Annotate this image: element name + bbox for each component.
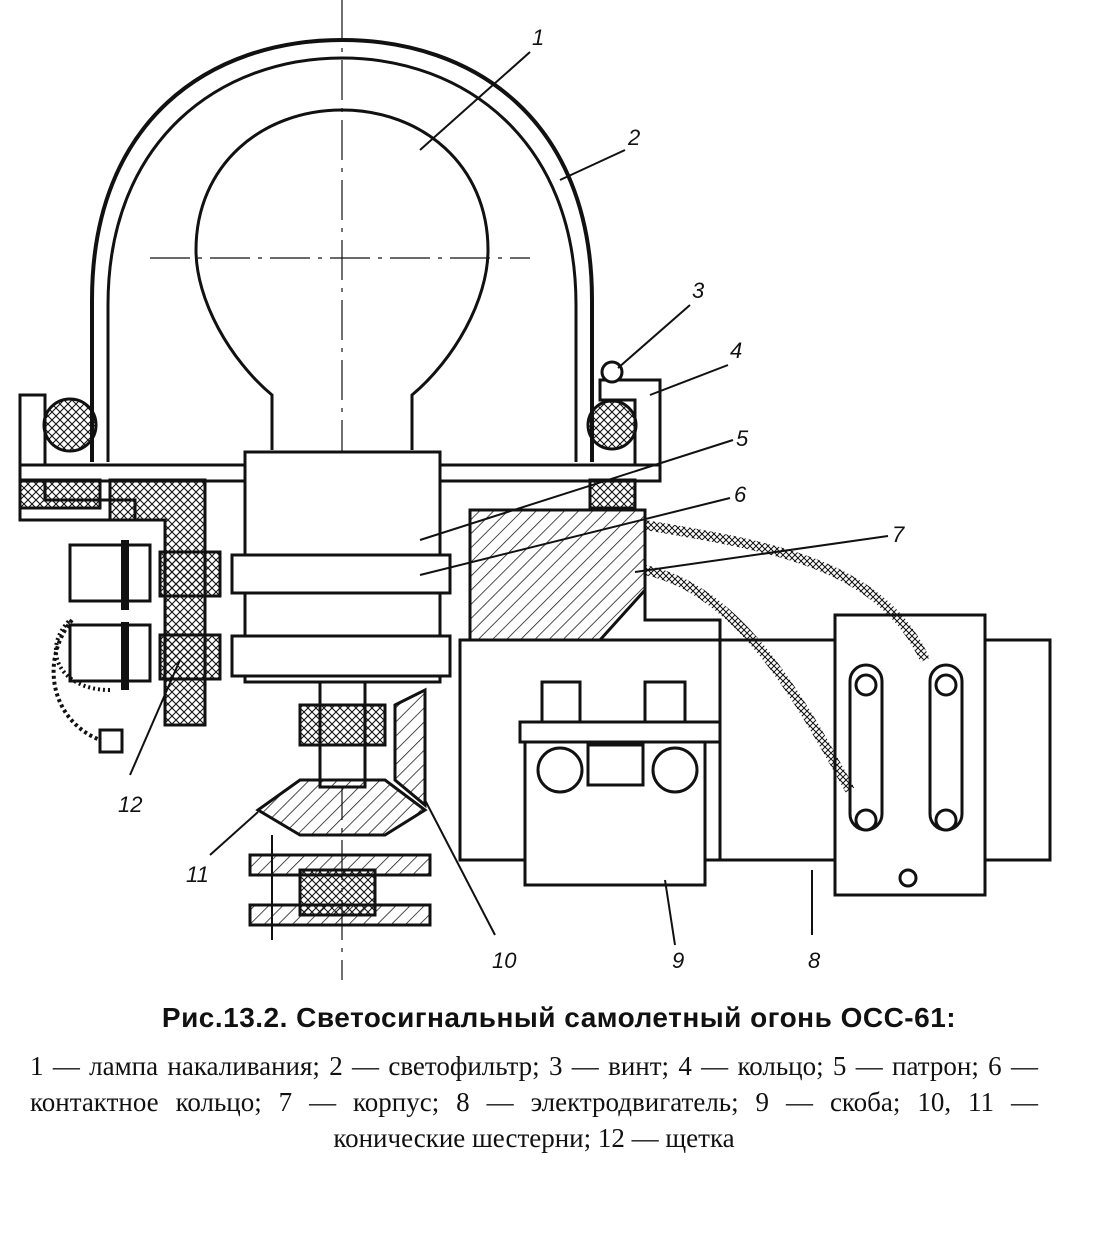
leader-4 [649, 364, 729, 396]
seal-left [42, 397, 98, 453]
callout-5: 5 [736, 426, 749, 451]
figure-title: Рис.13.2. Светосигнальный самолетный ого… [161, 1002, 957, 1033]
brush-lower [158, 633, 222, 681]
light-filter-dome-inner [106, 56, 578, 462]
callout-12: 12 [118, 792, 142, 817]
light-filter-dome [90, 37, 594, 462]
wire-1 [644, 520, 930, 663]
callout-2: 2 [627, 125, 640, 150]
leader-1 [419, 51, 531, 151]
contact-ring-upper [230, 553, 452, 595]
leader-10 [424, 799, 496, 936]
seal-right [586, 399, 638, 451]
callout-10: 10 [492, 948, 517, 973]
brush-upper [158, 550, 222, 598]
leader-11 [209, 811, 259, 856]
leader-7 [634, 535, 889, 573]
lamp-bulb [194, 108, 490, 450]
leader-12 [129, 659, 181, 776]
screw [600, 360, 624, 384]
gasket-right [588, 478, 637, 510]
housing [468, 508, 647, 642]
callout-11: 11 [186, 862, 209, 887]
leader-3 [617, 304, 691, 369]
contact-ring-lower [230, 634, 452, 678]
wire-2 [643, 565, 855, 793]
leader-2 [559, 149, 626, 181]
callout-4: 4 [730, 338, 742, 363]
terminal-upper [68, 543, 152, 603]
gasket-left [18, 478, 102, 510]
callout-1: 1 [532, 25, 544, 50]
terminal-lower [68, 623, 152, 683]
bracket-plate [518, 720, 722, 744]
leader-5 [419, 439, 734, 541]
figure-legend: 1 — лампа накаливания; 2 — светофильтр; … [30, 1051, 1038, 1153]
callout-7: 7 [892, 522, 905, 547]
gear-11 [255, 778, 428, 837]
gear-10 [393, 687, 427, 809]
callout-3: 3 [692, 278, 705, 303]
callout-6: 6 [734, 482, 747, 507]
callout-9: 9 [672, 948, 684, 973]
leader-6 [419, 497, 731, 576]
callout-8: 8 [808, 948, 821, 973]
figure-caption: Рис.13.2. Светосигнальный самолетный ого… [0, 996, 1118, 1156]
leader-9 [664, 879, 676, 946]
brush-wire [53, 618, 111, 692]
